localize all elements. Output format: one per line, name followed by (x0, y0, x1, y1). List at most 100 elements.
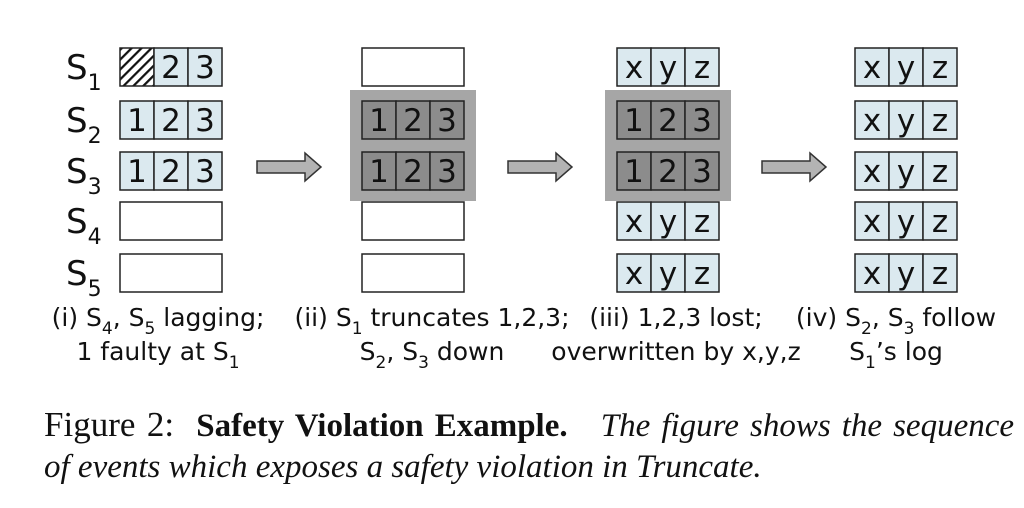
stage-caption-line: (ii) S1 truncates 1,2,3; (294, 303, 569, 339)
log-entry (684, 100, 720, 140)
transition-arrows (256, 151, 828, 183)
log-entry-label: x (625, 204, 643, 240)
log-entry-label: z (694, 256, 710, 292)
log-entry-label: 1 (127, 154, 147, 190)
log-entry (119, 100, 155, 140)
log-entry (153, 100, 189, 140)
log-entry-label: 2 (161, 154, 181, 190)
log-entry-label: z (932, 103, 948, 139)
log-entry-label: y (897, 204, 915, 240)
log-entry-label: z (932, 256, 948, 292)
log-entry-label: 3 (437, 154, 457, 190)
log-entry-label: z (694, 50, 710, 86)
log-entry (922, 201, 958, 241)
stage-caption-line: S1’s log (849, 337, 943, 373)
figure-description: The figure shows the sequence of events … (44, 408, 1015, 485)
server-label-1: S1 (66, 48, 102, 96)
log-entry (650, 201, 686, 241)
log-entry (854, 201, 890, 241)
log-entry-label: 1 (624, 103, 644, 139)
log-entry-label: z (932, 204, 948, 240)
right-arrow-icon (256, 151, 323, 183)
log-entry-label: y (897, 154, 915, 190)
log-entry (684, 151, 720, 191)
log-entry (888, 151, 924, 191)
log-entry-label: 2 (161, 50, 181, 86)
faulty-entry (119, 47, 155, 87)
log-entry-label: 2 (161, 103, 181, 139)
log-entry-label: x (625, 50, 643, 86)
log-entry (922, 47, 958, 87)
log-entry (395, 100, 431, 140)
log-entry (922, 151, 958, 191)
log-entry (616, 151, 652, 191)
log-entry-label: 3 (195, 103, 215, 139)
log-entry-label: 1 (369, 103, 389, 139)
log-entry-label: y (897, 256, 915, 292)
log-entry-label: y (659, 256, 677, 292)
stage-caption-line: (iv) S2, S3 follow (796, 303, 996, 339)
log-entry-label: x (863, 103, 881, 139)
log-entry (888, 201, 924, 241)
log-entry-label: z (694, 204, 710, 240)
log-entry-label: x (863, 50, 881, 86)
figure-caption: Figure 2: Safety Violation Example. The … (44, 404, 1014, 488)
log-entry (187, 151, 223, 191)
stage-caption-line: 1 faulty at S1 (76, 337, 239, 373)
log-entry-label: x (625, 256, 643, 292)
log-entry (922, 253, 958, 293)
server-label-5: S5 (66, 254, 102, 302)
log-entry-label: 3 (692, 154, 712, 190)
log-entry-label: x (863, 256, 881, 292)
log-entry (361, 151, 397, 191)
log-entry (119, 151, 155, 191)
figure-label: Figure 2: (44, 405, 175, 444)
log-entry (854, 151, 890, 191)
empty-log (361, 201, 465, 241)
log-entry (684, 47, 720, 87)
server-label-4: S4 (66, 202, 102, 250)
right-arrow-icon (507, 151, 574, 183)
log-entry-label: z (932, 50, 948, 86)
log-entry-label: x (863, 204, 881, 240)
right-arrow-icon (761, 151, 828, 183)
log-entry-label: y (897, 50, 915, 86)
log-entry-label: z (932, 154, 948, 190)
log-entry (650, 47, 686, 87)
log-entry (684, 253, 720, 293)
log-entry (429, 100, 465, 140)
stage-caption-line: S2, S3 down (360, 337, 505, 373)
log-entry-label: 1 (127, 103, 147, 139)
log-entry (361, 100, 397, 140)
empty-log (119, 201, 223, 241)
empty-log (119, 253, 223, 293)
log-entry (187, 47, 223, 87)
empty-log (361, 47, 465, 87)
log-entry-label: 2 (403, 103, 423, 139)
stage-caption-line: (iii) 1,2,3 lost; (589, 303, 762, 332)
empty-log (361, 253, 465, 293)
log-entry (854, 100, 890, 140)
log-entry-label: 2 (658, 154, 678, 190)
log-entry-label: x (863, 154, 881, 190)
log-entry (153, 151, 189, 191)
server-label-2: S2 (66, 101, 102, 149)
log-entry-label: 3 (195, 154, 215, 190)
log-entry-label: y (897, 103, 915, 139)
server-label-3: S3 (66, 152, 102, 200)
stage-caption-line: overwritten by x,y,z (551, 337, 800, 366)
log-entry-label: y (659, 204, 677, 240)
log-entry-label: 3 (195, 50, 215, 86)
log-entry-label: 1 (369, 154, 389, 190)
log-entry-label: 3 (437, 103, 457, 139)
log-entry (616, 201, 652, 241)
log-entry-label: 3 (692, 103, 712, 139)
stage-captions: (i) S4, S5 lagging;1 faulty at S1(ii) S1… (52, 303, 996, 373)
